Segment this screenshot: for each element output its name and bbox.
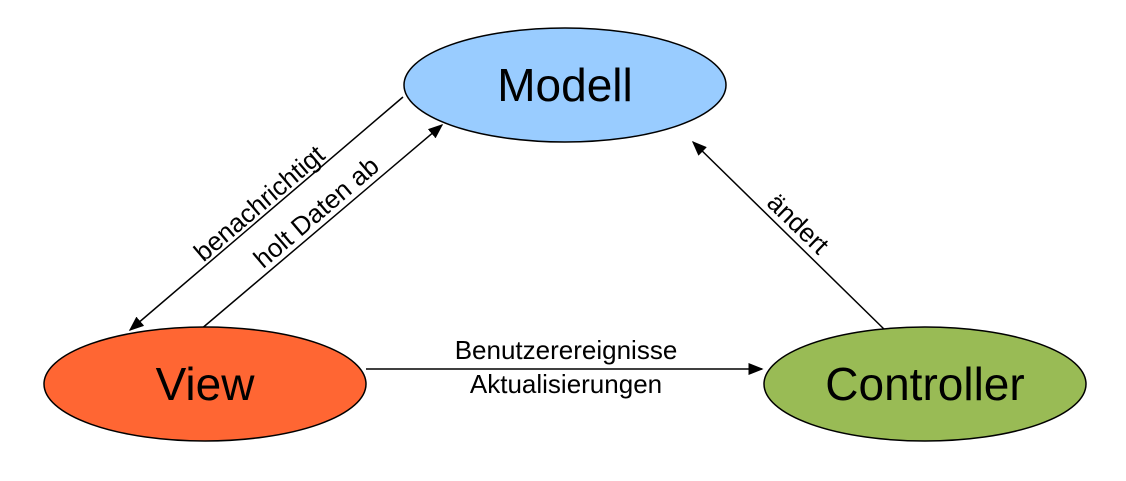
edge-benachrichtigt-line: [128, 96, 404, 331]
edge-aendert-line: [691, 140, 888, 333]
controller-node: [763, 326, 1087, 442]
edge-holt-daten-ab-line: [199, 124, 444, 331]
edge-label-aktualisierungen: Aktualisierungen: [470, 369, 662, 399]
modell-label: Modell: [497, 59, 633, 111]
view-label: View: [156, 358, 256, 410]
modell-node: [403, 27, 727, 143]
view-node: [43, 326, 367, 442]
edge-label-benutzerereignisse: Benutzerereignisse: [455, 335, 678, 365]
controller-label: Controller: [825, 358, 1024, 410]
edge-label-aendert: ändert: [761, 187, 835, 260]
